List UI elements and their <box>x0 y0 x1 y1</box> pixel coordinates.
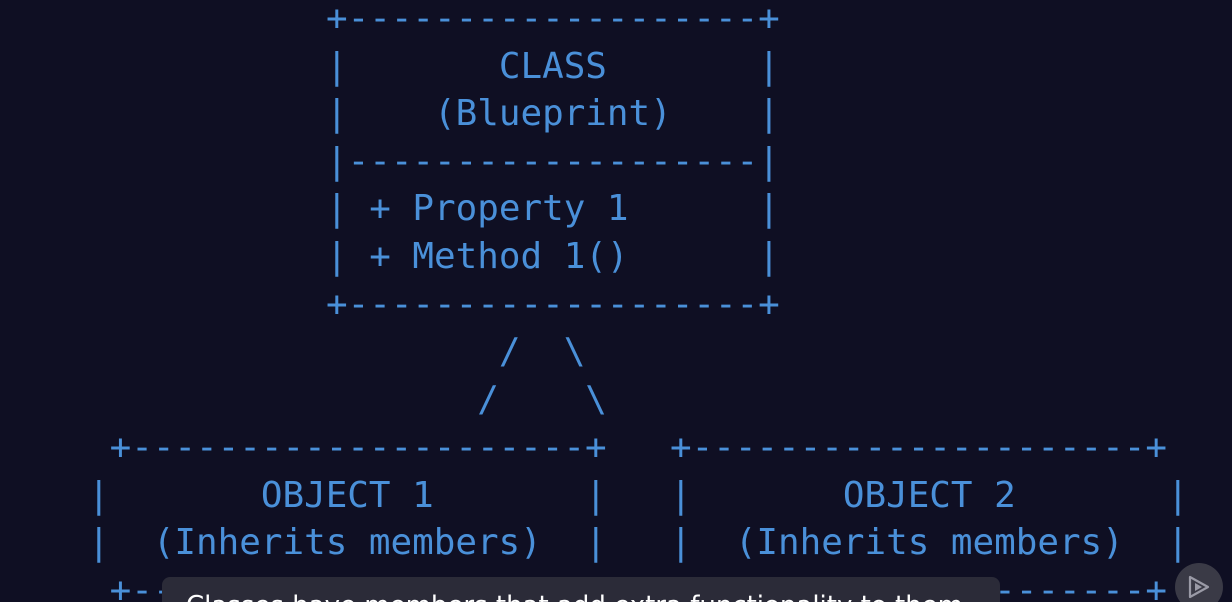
play-icon <box>1188 575 1210 599</box>
object-1-line: +---------------------+ <box>88 427 607 468</box>
class-box-line: |-------------------| <box>326 140 780 182</box>
player-badge[interactable] <box>1175 563 1223 602</box>
class-box-line: | (Blueprint) | <box>326 93 780 135</box>
object-1-line: | (Inherits members) | <box>88 522 607 564</box>
caption-bar: Classes have members that add extra func… <box>162 577 1000 602</box>
class-box: +-------------------+ | CLASS | | (Bluep… <box>326 0 780 328</box>
class-box-line: | + Method 1() | <box>326 235 780 277</box>
object-2-box: +---------------------+ | OBJECT 2 | | (… <box>670 424 1189 602</box>
class-box-line: | CLASS | <box>326 45 780 87</box>
class-box-line: | + Property 1 | <box>326 188 780 230</box>
connector-line: / \ <box>326 378 607 420</box>
object-1-line: | OBJECT 1 | <box>88 474 607 516</box>
object-2-line: | OBJECT 2 | <box>670 474 1189 516</box>
class-box-line: +-------------------+ <box>326 0 780 39</box>
class-box-line: +-------------------+ <box>326 283 780 325</box>
inheritance-connector: / \ / \ <box>326 328 607 423</box>
object-1-box: +---------------------+ | OBJECT 1 | | (… <box>88 424 607 602</box>
object-2-line: | (Inherits members) | <box>670 522 1189 564</box>
object-2-line: +---------------------+ <box>670 427 1167 468</box>
connector-line: / \ <box>326 331 586 372</box>
caption-text: Classes have members that add extra func… <box>186 591 963 602</box>
